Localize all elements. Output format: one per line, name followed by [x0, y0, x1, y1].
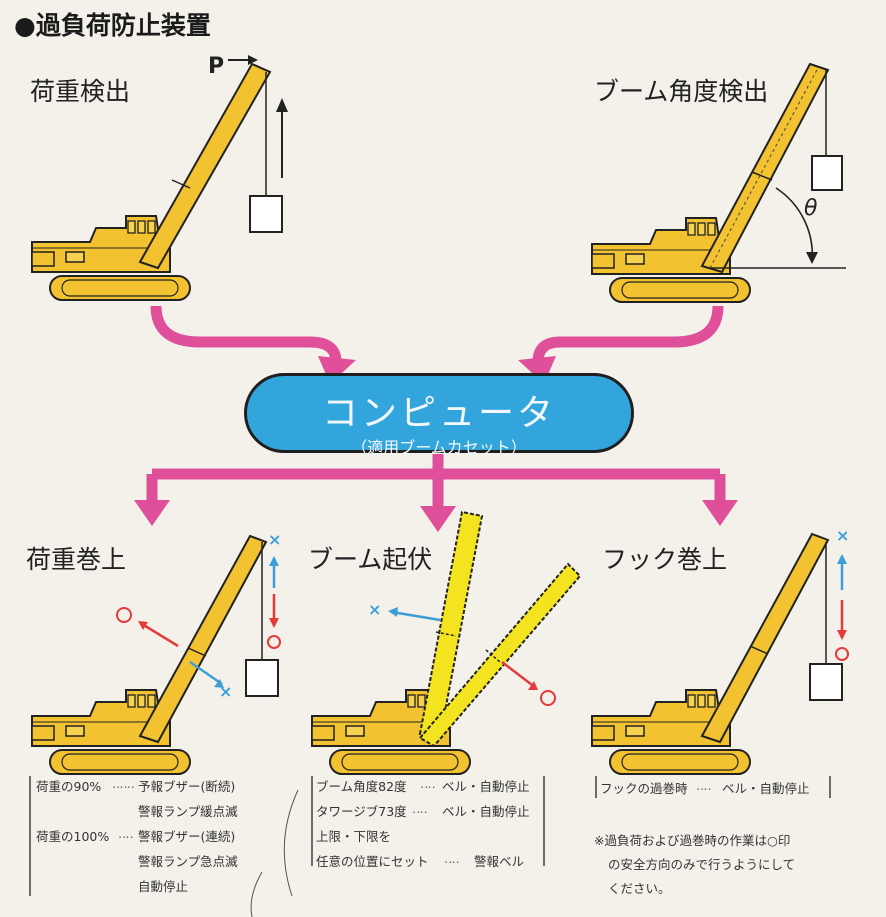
page-title: ●過負荷防止装置: [14, 11, 211, 40]
crane-top-left: [31, 55, 288, 301]
computer-box: コンピュータ （適用ブームカセット）: [244, 373, 634, 457]
label-load-detect: 荷重検出: [30, 77, 131, 106]
note-hook-label: フックの過巻時: [600, 781, 688, 796]
note-load-100-buzzer: 警報ブザー(連続): [138, 829, 236, 844]
note-tower-jib-73-label: タワージブ73度: [316, 804, 407, 819]
note-load-90-label: 荷重の90%: [36, 779, 102, 794]
p-label: P: [208, 54, 225, 79]
computer-title: コンピュータ: [321, 393, 556, 434]
note-load-90-lamp: 警報ランプ緩点滅: [138, 804, 238, 819]
crane-bottom-right: [591, 532, 849, 775]
label-boom-luffing: ブーム起伏: [308, 545, 433, 574]
note-load-100-lamp: 警報ランプ急点滅: [138, 854, 238, 869]
x-mark-luff-left: ×: [219, 682, 233, 701]
output-arrows: [134, 454, 738, 532]
x-mark-luff-up: ×: [368, 600, 382, 619]
footnote-line-2: の安全方向のみで行うようにして: [608, 857, 796, 872]
theta-label: θ: [804, 196, 818, 221]
x-mark-hook: ×: [836, 526, 850, 545]
computer-subtitle: （適用ブームカセット）: [351, 438, 527, 457]
note-hook-action: ベル・自動停止: [722, 781, 810, 796]
label-boom-angle-detect: ブーム角度検出: [594, 77, 769, 106]
note-alarm-bell: 警報ベル: [474, 854, 525, 869]
note-load-90-buzzer: 予報ブザー(断続): [138, 779, 236, 794]
note-limits: 上限・下限を: [316, 829, 392, 844]
crane-bottom-middle: [311, 510, 582, 775]
note-tower-jib-73-action: ベル・自動停止: [442, 804, 530, 819]
x-mark-hoist: ×: [268, 530, 282, 549]
footnote-line-3: ください。: [608, 881, 671, 896]
footnote-line-1: ※過負荷および過巻時の作業は○印: [594, 833, 791, 848]
note-set-position: 任意の位置にセット: [316, 854, 429, 869]
note-boom-82-label: ブーム角度82度: [316, 779, 407, 794]
crane-top-right: [591, 62, 846, 303]
label-load-hoist: 荷重巻上: [26, 545, 127, 574]
label-hook-hoist: フック巻上: [602, 545, 728, 574]
crane-bottom-left: [31, 534, 281, 775]
note-brackets: [29, 776, 831, 896]
note-load-100-label: 荷重の100%: [36, 829, 110, 844]
note-boom-82-action: ベル・自動停止: [442, 779, 530, 794]
note-load-100-stop: 自動停止: [138, 879, 189, 894]
